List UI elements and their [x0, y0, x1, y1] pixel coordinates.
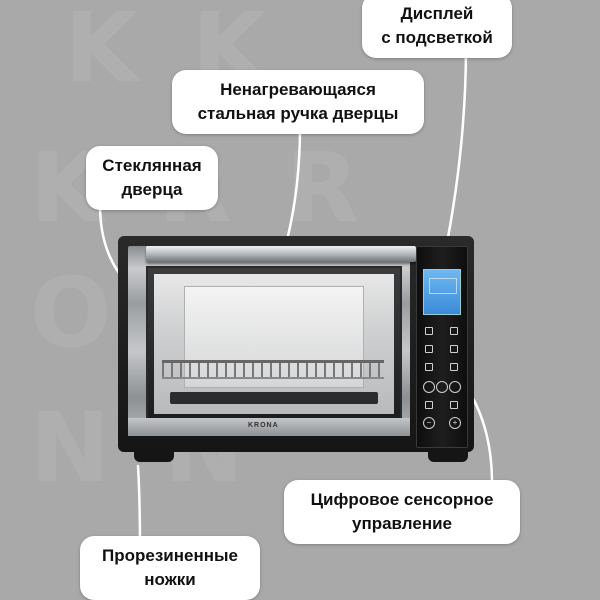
touch-button-round	[449, 381, 461, 393]
callout-glass-door-line1: Стеклянная	[102, 156, 202, 175]
callout-touch-control-line2: управление	[352, 514, 452, 533]
door-handle	[146, 246, 416, 262]
oven: KRONA − +	[118, 236, 474, 462]
touch-button	[450, 327, 458, 335]
callout-rubber-feet-line2: ножки	[144, 570, 196, 589]
callout-handle-line1: Ненагревающаяся	[220, 80, 376, 99]
touch-button	[450, 345, 458, 353]
touch-button-round	[436, 381, 448, 393]
door-bottom-strip	[128, 418, 410, 436]
pointer-display	[442, 44, 468, 260]
minus-icon: −	[423, 417, 435, 429]
wire-rack	[162, 360, 384, 379]
callout-handle: Ненагревающаяся стальная ручка дверцы	[172, 70, 424, 134]
callout-display-line2: с подсветкой	[381, 28, 493, 47]
callout-display-line1: Дисплей	[400, 4, 474, 23]
control-panel: − +	[416, 246, 468, 448]
pointer-handle	[286, 125, 302, 238]
backlit-display	[423, 269, 461, 315]
touch-button-round	[423, 381, 435, 393]
callout-glass-door: Стеклянная дверца	[86, 146, 218, 210]
callout-rubber-feet: Прорезиненные ножки	[80, 536, 260, 600]
callout-glass-door-line2: дверца	[121, 180, 183, 199]
callout-touch-control-line1: Цифровое сенсорное	[310, 490, 494, 509]
touch-button	[425, 345, 433, 353]
oven-cavity	[154, 274, 394, 414]
callout-rubber-feet-line1: Прорезиненные	[102, 546, 238, 565]
glass-door	[146, 266, 402, 422]
callout-touch-control: Цифровое сенсорное управление	[284, 480, 520, 544]
touch-button	[425, 327, 433, 335]
callout-handle-line2: стальная ручка дверцы	[197, 104, 399, 123]
oven-door: KRONA	[128, 246, 416, 436]
brand-logo: KRONA	[248, 422, 279, 429]
baking-tray	[170, 392, 378, 404]
touch-button	[450, 363, 458, 371]
touch-button	[450, 401, 458, 409]
display-segment	[429, 278, 457, 294]
touch-button	[425, 363, 433, 371]
plus-icon: +	[449, 417, 461, 429]
rubber-foot-right	[428, 450, 468, 462]
touch-button	[425, 401, 433, 409]
rubber-foot-left	[134, 450, 174, 462]
callout-display: Дисплей с подсветкой	[362, 0, 512, 58]
